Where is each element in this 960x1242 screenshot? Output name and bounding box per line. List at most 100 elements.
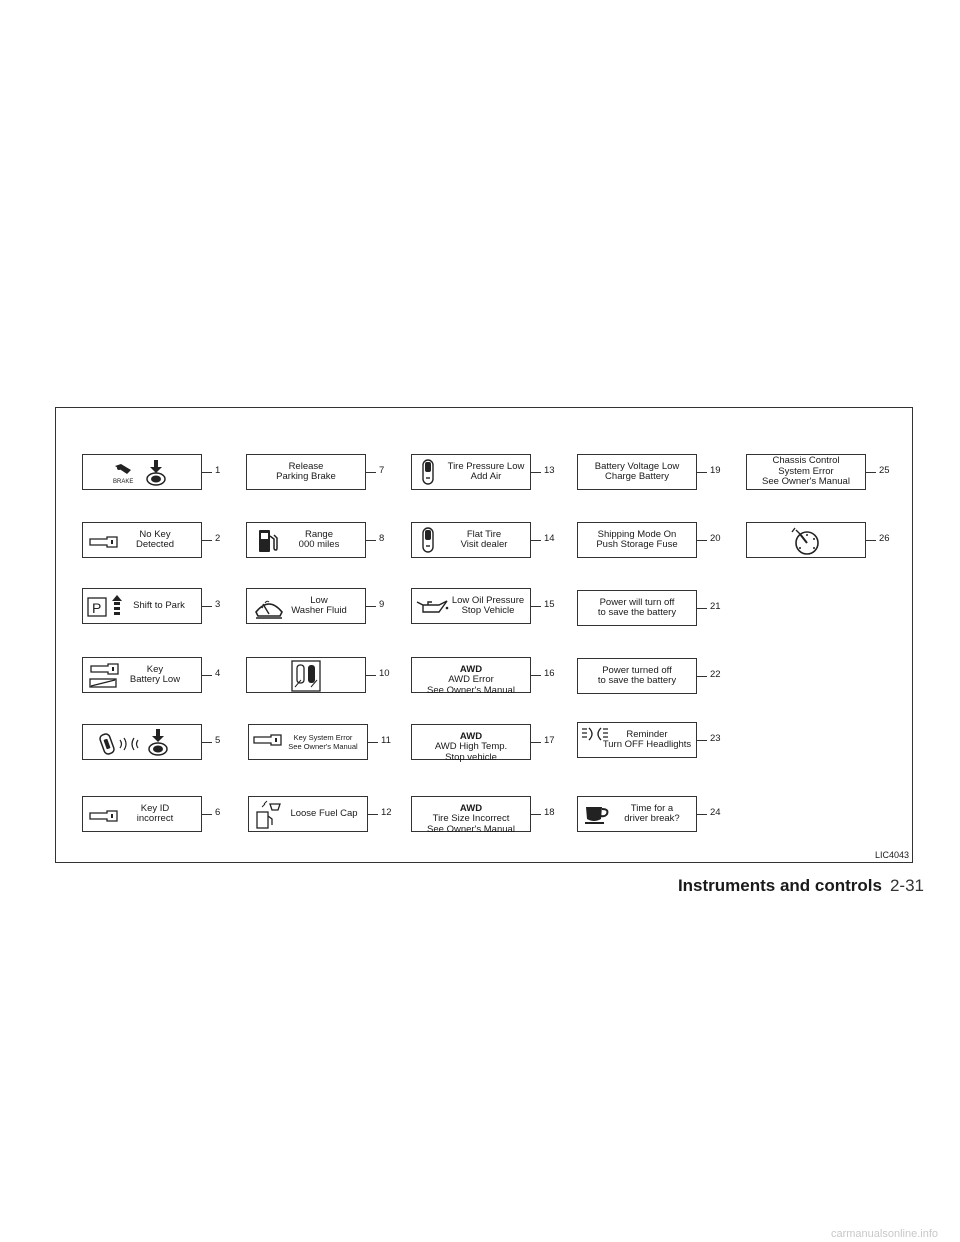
- key-icon: [89, 810, 118, 822]
- message-text: No Key Detected: [135, 528, 175, 550]
- tire-icon: [422, 527, 434, 553]
- leader-line: [866, 472, 876, 473]
- callout-number: 23: [710, 733, 721, 744]
- message-box: Key System Error See Owner's Manual: [248, 724, 368, 760]
- leader-line: [531, 742, 541, 743]
- message-text: Release Parking Brake: [276, 460, 336, 482]
- message-box: Key ID incorrect: [82, 796, 202, 832]
- key-icon: [253, 734, 282, 746]
- message-text: Shift to Park: [133, 599, 185, 611]
- callout-number: 8: [379, 533, 385, 544]
- brake-foot-icon: [115, 460, 166, 486]
- callout-number: 26: [879, 533, 890, 544]
- callout-number: 5: [215, 735, 221, 746]
- leader-line: [366, 472, 376, 473]
- oil-can-icon: [416, 600, 449, 613]
- callout-number: 11: [381, 735, 391, 746]
- callout-number: 24: [710, 807, 721, 818]
- message-box: Key Battery Low: [82, 657, 202, 693]
- warning-messages-figure: BRAKE 1 No Key Detected 2 P Shift to: [55, 407, 913, 863]
- leader-line: [531, 814, 541, 815]
- message-text: Power will turn off to save the battery: [597, 596, 677, 618]
- message-box: Range 000 miles: [246, 522, 366, 558]
- leader-line: [697, 540, 707, 541]
- message-text: Battery Voltage Low Charge Battery: [594, 460, 680, 482]
- callout-number: 3: [215, 599, 221, 610]
- message-box: No Key Detected: [82, 522, 202, 558]
- washer-fluid-icon: [255, 600, 283, 619]
- leader-line: [697, 676, 707, 677]
- chassis-control-icon: [791, 527, 819, 555]
- watermark: carmanualsonline.info: [830, 1228, 938, 1240]
- leader-line: [531, 540, 541, 541]
- message-box: Tire Pressure Low Add Air: [411, 454, 531, 490]
- message-box: Chassis Control System Error See Owner's…: [746, 454, 866, 490]
- message-text: Low Oil Pressure Stop Vehicle: [451, 594, 525, 616]
- leader-line: [697, 608, 707, 609]
- leader-line: [202, 540, 212, 541]
- callout-number: 9: [379, 599, 385, 610]
- leader-line: [697, 740, 707, 741]
- park-shift-icon: P: [87, 595, 122, 617]
- message-text: Range 000 miles: [298, 528, 340, 550]
- svg-text:P: P: [92, 600, 101, 616]
- callout-number: 20: [710, 533, 721, 544]
- figure-code: LIC4043: [874, 850, 909, 860]
- message-text: Chassis Control System Error See Owner's…: [762, 455, 850, 488]
- message-text: Key Battery Low: [129, 663, 181, 685]
- door-icon: [291, 660, 321, 692]
- leader-line: [202, 814, 212, 815]
- message-box: Shipping Mode On Push Storage Fuse: [577, 522, 697, 558]
- callout-number: 4: [215, 668, 221, 679]
- leader-line: [697, 814, 707, 815]
- callout-number: 10: [379, 668, 390, 679]
- callout-number: 7: [379, 465, 385, 476]
- message-text: Flat Tire Visit dealer: [460, 528, 508, 550]
- fuel-cap-icon: [256, 800, 281, 829]
- message-text: Loose Fuel Cap: [290, 807, 358, 819]
- callout-number: 14: [544, 533, 555, 544]
- message-text: Key ID incorrect: [136, 802, 174, 824]
- leader-line: [366, 606, 376, 607]
- tire-icon: [422, 459, 434, 485]
- callout-number: 13: [544, 465, 555, 476]
- awd-label: AWD: [459, 730, 483, 742]
- key-battery-icon: [89, 663, 119, 688]
- callout-number: 2: [215, 533, 221, 544]
- leader-line: [366, 540, 376, 541]
- message-box: BRAKE: [82, 454, 202, 490]
- leader-line: [531, 472, 541, 473]
- fuel-pump-icon: [259, 530, 278, 552]
- leader-line: [531, 606, 541, 607]
- message-text: Time for a driver break?: [624, 802, 680, 824]
- message-text: Reminder Turn OFF Headlights: [602, 728, 692, 750]
- message-box: Flat Tire Visit dealer: [411, 522, 531, 558]
- callout-number: 6: [215, 807, 221, 818]
- leader-line: [866, 540, 876, 541]
- message-box: [746, 522, 866, 558]
- callout-number: 18: [544, 807, 555, 818]
- leader-line: [531, 675, 541, 676]
- awd-label: AWD: [459, 802, 483, 814]
- callout-number: 1: [215, 465, 221, 476]
- message-text: Tire Pressure Low Add Air: [447, 460, 525, 482]
- callout-number: 21: [710, 601, 721, 612]
- message-box: Power will turn off to save the battery: [577, 590, 697, 626]
- callout-number: 15: [544, 599, 555, 610]
- callout-number: 16: [544, 668, 555, 679]
- callout-number: 22: [710, 669, 721, 680]
- key-icon: [89, 536, 118, 548]
- leader-line: [202, 472, 212, 473]
- leader-line: [202, 675, 212, 676]
- message-body: AWD Error See Owner's Manual: [427, 674, 515, 696]
- page-number: 2-31: [889, 876, 924, 895]
- leader-line: [202, 742, 212, 743]
- coffee-cup-icon: [585, 807, 609, 824]
- callout-number: 25: [879, 465, 890, 476]
